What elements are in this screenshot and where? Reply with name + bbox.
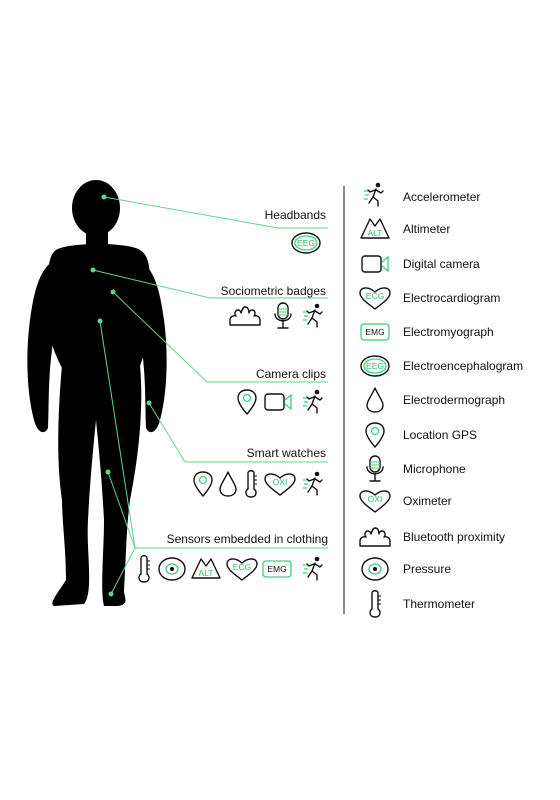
- device-smart-watches: Smart watches OXI: [193, 446, 326, 498]
- accelerometer-icon: [363, 181, 384, 207]
- emg-icon: EMG: [360, 323, 390, 341]
- legend-item: EMG Electromyograph: [360, 323, 494, 341]
- pressure-icon: [361, 557, 389, 581]
- legend-label: Oximeter: [403, 494, 452, 508]
- digital-camera-icon: [264, 393, 292, 411]
- altimeter-icon: ALT: [191, 558, 221, 579]
- accelerometer-icon: [302, 303, 323, 328]
- device-camera-clips: Camera clips: [237, 367, 326, 415]
- device-label-smart-watches: Smart watches: [247, 446, 326, 460]
- legend-item: Accelerometer: [363, 181, 480, 207]
- svg-text:ALT: ALT: [368, 228, 383, 238]
- legend-item: Digital camera: [361, 255, 480, 273]
- legend: Accelerometer ALT Altimeter Digital came…: [359, 181, 523, 618]
- legend-item: ECG Electrocardiogram: [359, 287, 500, 310]
- svg-text:OXI: OXI: [368, 494, 383, 504]
- legend-item: Location GPS: [365, 422, 477, 448]
- legend-label: Microphone: [403, 462, 466, 476]
- device-label-camera-clips: Camera clips: [256, 367, 326, 381]
- legend-label: Electrodermograph: [403, 393, 505, 407]
- electrodermograph-icon: [219, 471, 237, 497]
- accelerometer-icon: [302, 556, 323, 581]
- oximeter-icon: OXI: [359, 490, 391, 513]
- legend-label: Altimeter: [403, 222, 450, 236]
- digital-camera-icon: [361, 255, 389, 273]
- svg-text:ECG: ECG: [366, 291, 384, 301]
- svg-text:EEG: EEG: [297, 238, 315, 248]
- thermometer-icon: [138, 555, 151, 583]
- svg-text:EMG: EMG: [365, 327, 384, 337]
- pressure-icon: [158, 557, 186, 581]
- thermometer-icon: [369, 590, 382, 618]
- accelerometer-icon: [302, 471, 323, 496]
- legend-item: EEG Electroencephalogram: [360, 355, 523, 377]
- emg-icon: EMG: [262, 560, 292, 578]
- legend-item: ALT Altimeter: [360, 218, 450, 239]
- eeg-icon: EEG: [291, 232, 321, 254]
- legend-item: Microphone: [366, 455, 466, 482]
- legend-label: Digital camera: [403, 257, 480, 271]
- svg-text:EMG: EMG: [267, 564, 286, 574]
- svg-text:OXI: OXI: [273, 477, 288, 487]
- legend-label: Electromyograph: [403, 325, 494, 339]
- legend-item: Pressure: [361, 557, 451, 581]
- legend-item: Bluetooth proximity: [359, 527, 505, 547]
- microphone-icon: [274, 302, 292, 329]
- legend-label: Pressure: [403, 562, 451, 576]
- legend-label: Bluetooth proximity: [403, 530, 505, 544]
- eeg-icon: EEG: [360, 355, 390, 377]
- device-clothing-sensors: Sensors embedded in clothing ALT ECG EMG: [138, 532, 328, 583]
- location-gps-icon: [365, 422, 385, 448]
- legend-label: Location GPS: [403, 428, 477, 442]
- ecg-icon: ECG: [359, 287, 391, 310]
- legend-label: Electrocardiogram: [403, 291, 500, 305]
- location-gps-icon: [193, 471, 213, 497]
- location-gps-icon: [237, 389, 257, 415]
- svg-text:ALT: ALT: [199, 568, 214, 578]
- ecg-icon: ECG: [226, 558, 258, 581]
- human-silhouette: [27, 180, 167, 606]
- device-headbands: Headbands EEG: [265, 208, 326, 254]
- device-label-badges: Sociometric badges: [221, 284, 326, 298]
- oximeter-icon: OXI: [264, 473, 296, 496]
- legend-item: Thermometer: [369, 590, 475, 618]
- connector-lines: [90, 194, 328, 597]
- svg-text:ECG: ECG: [233, 562, 251, 572]
- device-sociometric-badges: Sociometric badges: [221, 284, 326, 329]
- bluetooth-proximity-icon: [359, 527, 391, 547]
- device-label-clothing: Sensors embedded in clothing: [167, 532, 328, 546]
- legend-label: Accelerometer: [403, 190, 480, 204]
- microphone-icon: [366, 455, 384, 482]
- altimeter-icon: ALT: [360, 218, 390, 239]
- legend-label: Electroencephalogram: [403, 359, 523, 373]
- legend-label: Thermometer: [403, 597, 475, 611]
- svg-text:EEG: EEG: [366, 361, 384, 371]
- legend-item: Electrodermograph: [366, 387, 505, 413]
- thermometer-icon: [245, 470, 258, 498]
- electrodermograph-icon: [366, 387, 384, 413]
- legend-item: OXI Oximeter: [359, 490, 452, 513]
- bluetooth-proximity-icon: [229, 306, 261, 326]
- accelerometer-icon: [302, 389, 323, 414]
- device-label-headbands: Headbands: [265, 208, 326, 222]
